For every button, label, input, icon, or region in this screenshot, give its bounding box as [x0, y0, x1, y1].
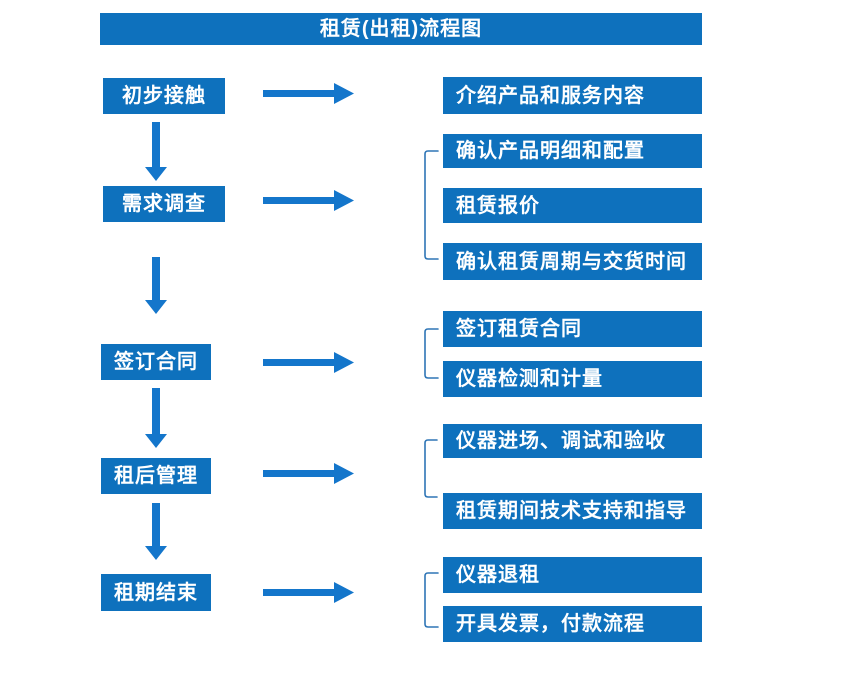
- detail-box-instrument-setup-acceptance: 仪器进场、调试和验收: [443, 424, 702, 458]
- detail-label: 仪器退租: [456, 564, 540, 586]
- detail-box-invoice-payment: 开具发票，付款流程: [443, 606, 702, 642]
- detail-label: 仪器检测和计量: [456, 368, 603, 390]
- step-box-rental-end: 租期结束: [101, 574, 211, 611]
- detail-box-introduce-products: 介绍产品和服务内容: [443, 77, 702, 114]
- step-label: 签订合同: [114, 351, 198, 373]
- group-bracket-4: [424, 439, 438, 498]
- detail-box-rental-quotation: 租赁报价: [443, 188, 702, 223]
- down-arrow-2: [145, 257, 167, 314]
- detail-label: 租赁期间技术支持和指导: [456, 500, 687, 522]
- step-box-sign-contract: 签订合同: [101, 344, 211, 380]
- detail-label: 租赁报价: [456, 194, 540, 217]
- right-arrow-4: [263, 463, 354, 484]
- flowchart-title-bar: 租赁(出租)流程图: [100, 13, 702, 45]
- right-arrow-2: [263, 190, 354, 211]
- right-arrow-5: [263, 582, 354, 603]
- detail-label: 开具发票，付款流程: [456, 613, 645, 635]
- down-arrow-3: [145, 388, 167, 448]
- group-bracket-5: [424, 572, 439, 628]
- down-arrow-4: [145, 503, 167, 560]
- step-label: 需求调查: [122, 193, 206, 215]
- group-bracket-3: [424, 328, 439, 379]
- group-bracket-2: [424, 150, 439, 260]
- step-box-initial-contact: 初步接触: [103, 78, 225, 114]
- detail-box-confirm-product-config: 确认产品明细和配置: [443, 134, 702, 168]
- step-label: 租期结束: [114, 581, 198, 604]
- flowchart-title: 租赁(出租)流程图: [319, 18, 483, 40]
- down-arrow-1: [145, 122, 167, 181]
- detail-label: 仪器进场、调试和验收: [456, 430, 666, 452]
- right-arrow-1: [263, 83, 354, 104]
- detail-label: 介绍产品和服务内容: [456, 84, 645, 107]
- detail-label: 确认租赁周期与交货时间: [456, 250, 687, 273]
- detail-box-technical-support: 租赁期间技术支持和指导: [443, 493, 702, 529]
- step-box-demand-survey: 需求调查: [103, 186, 225, 222]
- detail-box-instrument-return: 仪器退租: [443, 557, 702, 593]
- detail-label: 签订租赁合同: [456, 318, 582, 340]
- right-arrow-3: [263, 352, 354, 373]
- detail-box-instrument-testing: 仪器检测和计量: [443, 361, 702, 397]
- step-box-post-rental-management: 租后管理: [101, 458, 211, 494]
- detail-label: 确认产品明细和配置: [456, 140, 645, 162]
- step-label: 初步接触: [122, 85, 206, 107]
- detail-box-sign-rental-contract: 签订租赁合同: [443, 311, 702, 347]
- detail-box-confirm-period-delivery: 确认租赁周期与交货时间: [443, 243, 702, 280]
- step-label: 租后管理: [114, 465, 198, 487]
